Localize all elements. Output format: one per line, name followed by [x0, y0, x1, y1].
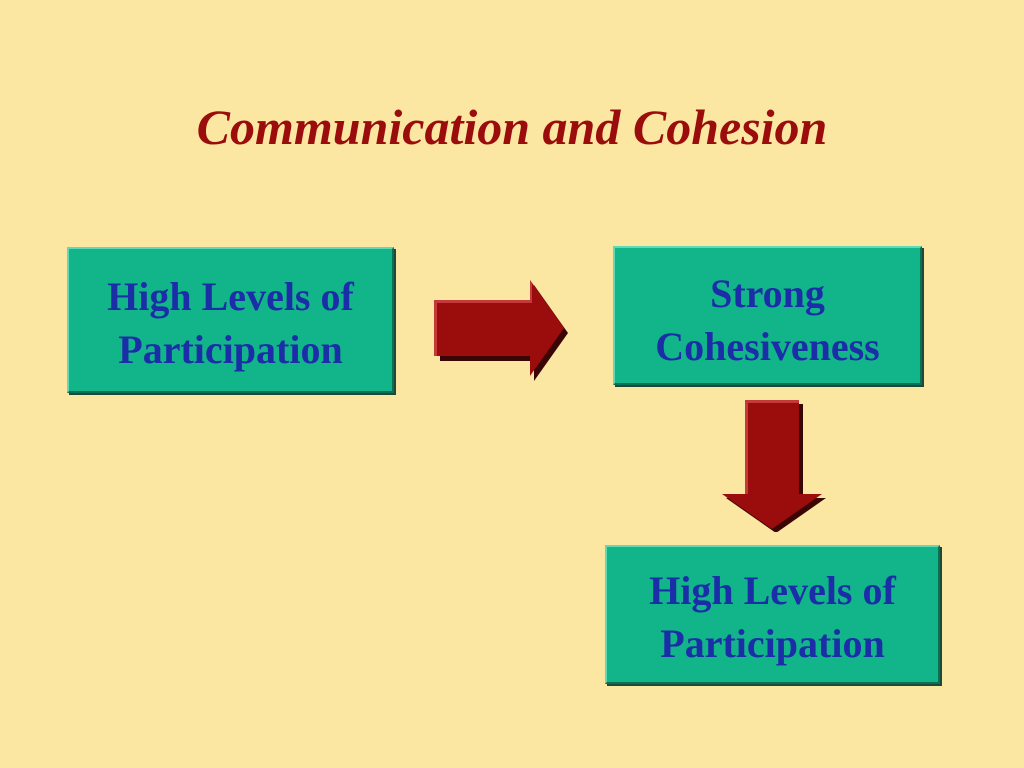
- right-arrow-icon: [434, 280, 568, 381]
- node-high-levels-of-participation: High Levels of Participation: [67, 247, 394, 393]
- node-label-line: High Levels of: [649, 568, 896, 613]
- node-label-line: Cohesiveness: [655, 323, 880, 369]
- node-label-line: Participation: [660, 620, 885, 666]
- node-label-line: Participation: [118, 326, 343, 372]
- slide-title: Communication and Cohesion: [196, 99, 828, 155]
- down-arrow-icon: [722, 400, 826, 532]
- node-label-line: Strong: [710, 271, 825, 316]
- node-label-line: High Levels of: [107, 274, 354, 319]
- node-high-levels-of-participation-2: High Levels of Participation: [605, 545, 940, 684]
- node-strong-cohesiveness: Strong Cohesiveness: [613, 246, 922, 385]
